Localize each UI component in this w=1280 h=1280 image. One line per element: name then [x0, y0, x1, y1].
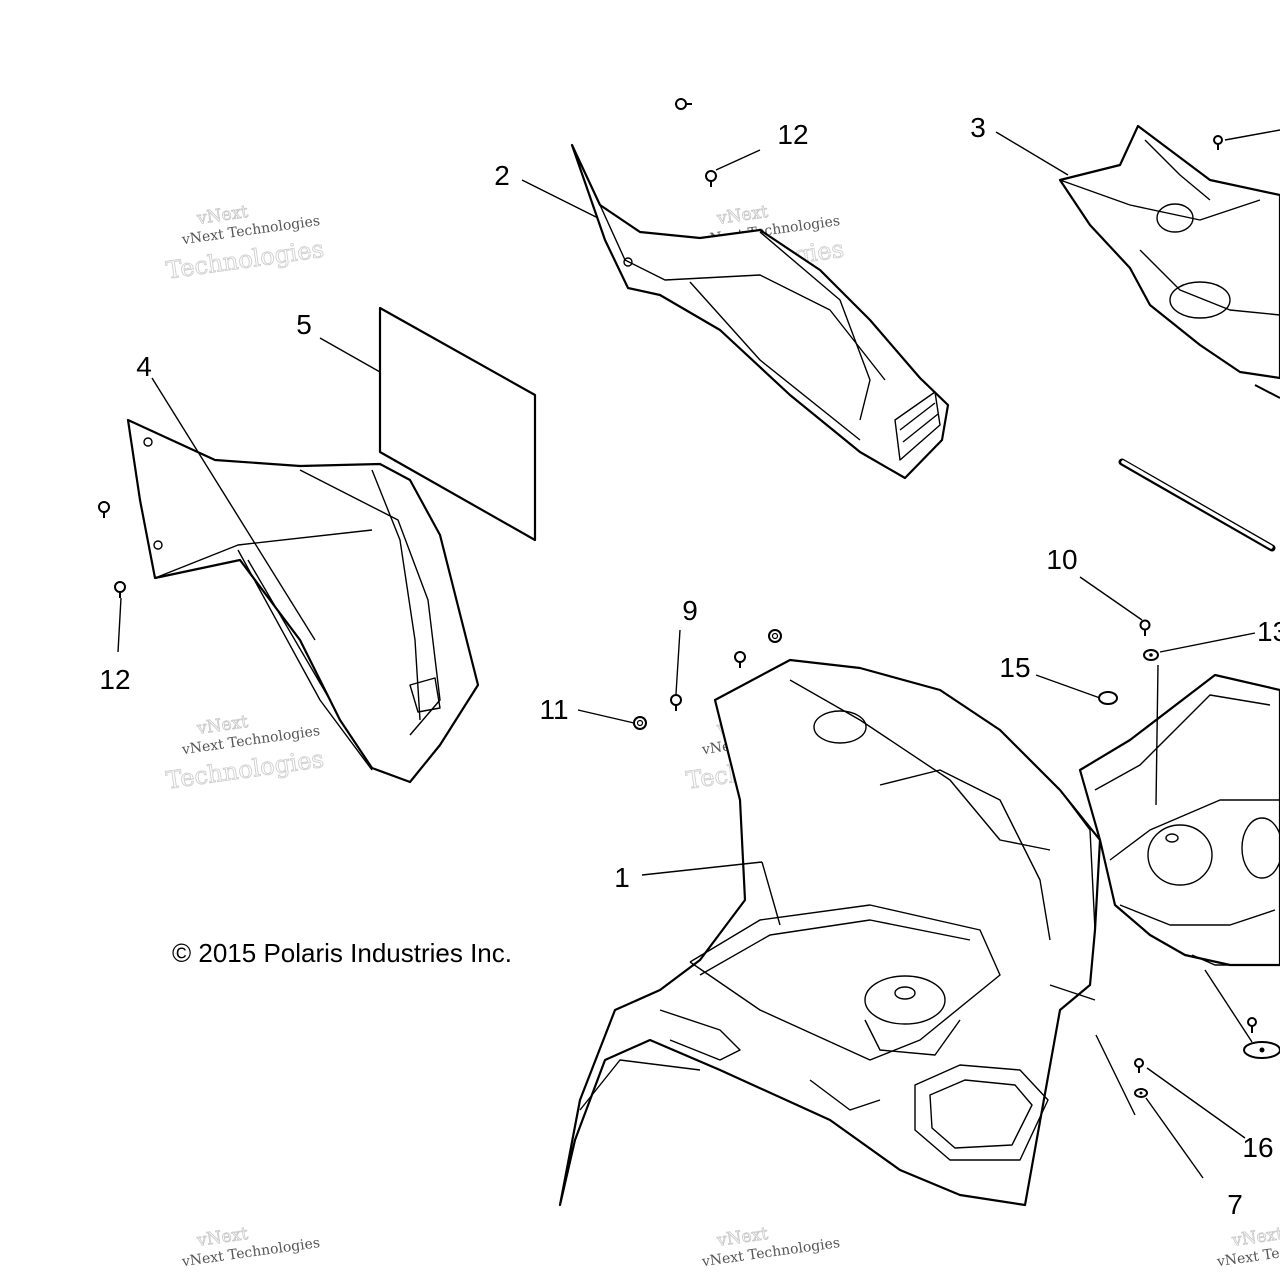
- callout-labels: 1 2 3 4 5 7 9 10 11 12 12 13 15 16: [99, 112, 1280, 1220]
- callout-13: 13: [1257, 616, 1280, 647]
- screw-icon: [1213, 135, 1223, 150]
- callout-1: 1: [614, 862, 630, 893]
- callout-12-top: 12: [777, 119, 808, 150]
- callout-2: 2: [494, 160, 510, 191]
- rivet-icon: [114, 581, 126, 598]
- rivet-icon: [705, 170, 717, 187]
- part-2-upper-panel: [570, 143, 950, 480]
- support-rod: [1118, 384, 1280, 552]
- screw-icon: [670, 694, 682, 711]
- screw-icon: [1139, 619, 1151, 636]
- callout-12-left: 12: [99, 664, 130, 695]
- callout-7: 7: [1227, 1189, 1243, 1220]
- copyright-notice: © 2015 Polaris Industries Inc.: [172, 938, 512, 968]
- screw-icon: [1247, 1017, 1257, 1033]
- rivet-icon: [98, 501, 110, 518]
- callout-10: 10: [1046, 544, 1077, 575]
- leader-lines: [117, 129, 1280, 1179]
- callout-3: 3: [970, 112, 986, 143]
- part-5-decal: [378, 306, 537, 542]
- callout-15: 15: [999, 652, 1030, 683]
- screw-icon: [1134, 1058, 1144, 1073]
- nut-icon: [633, 716, 647, 730]
- part-13-storage-bin: [1078, 673, 1280, 967]
- watermark-group: vNext vNext Technologies Technologies vN…: [164, 202, 1280, 1271]
- callout-5: 5: [296, 309, 312, 340]
- rivet-icon: [734, 651, 746, 668]
- rivet-icon: [675, 98, 692, 110]
- plug-icon: [1098, 691, 1118, 705]
- bracket-icon: [1243, 1041, 1280, 1059]
- callout-9: 9: [682, 595, 698, 626]
- washer-icon: [1134, 1088, 1148, 1098]
- part-1-front-cab: [558, 658, 1102, 1207]
- nut-icon: [768, 629, 782, 643]
- part-4-side-panel: [126, 418, 480, 784]
- callout-16: 16: [1242, 1132, 1273, 1163]
- callout-11: 11: [539, 694, 568, 725]
- part-3-front-fascia: [1058, 124, 1280, 380]
- fasteners: [98, 98, 1280, 1098]
- washer-icon: [1143, 649, 1159, 661]
- callout-4: 4: [136, 351, 152, 382]
